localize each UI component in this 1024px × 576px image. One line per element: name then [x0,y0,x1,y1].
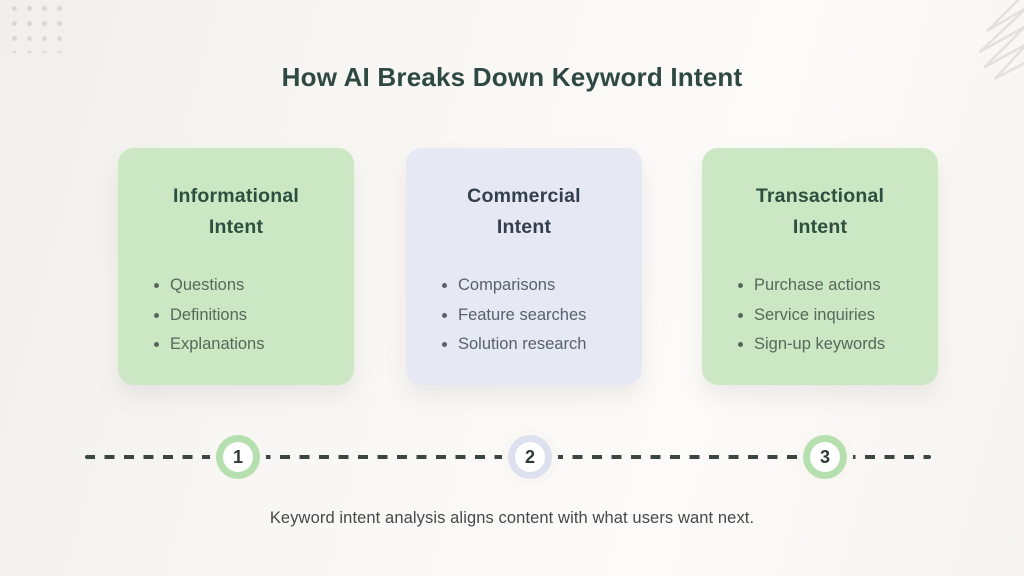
card-title-line: Intent [208,216,264,238]
card-transactional-intent: Transactional Intent Purchase actions Se… [702,148,938,385]
bullet-icon [738,342,743,348]
card-title-line: Commercial [467,185,581,207]
caption: Keyword intent analysis aligns content w… [269,509,755,527]
step-ring: 2 [508,435,552,479]
bullet-icon [442,283,447,289]
list-item-label: Definitions [170,305,248,324]
bullet-icon [154,312,159,318]
list-item: Definitions [154,301,354,331]
card-item-list: Comparisons Feature searches Solution re… [406,271,642,360]
card-title-line: Transactional [755,185,885,207]
timeline-step-1: 1 [210,429,266,485]
card-title-line: Intent [496,216,552,238]
step-ring: 1 [216,435,260,479]
bullet-icon [154,342,159,348]
card-title: Transactional Intent [702,181,938,243]
list-item: Service inquiries [738,301,938,331]
list-item-label: Solution research [458,335,587,353]
step-number: 2 [515,442,545,472]
list-item-label: Comparisons [458,276,556,294]
card-title: Commercial Intent [406,181,642,243]
timeline-step-2: 2 [502,429,558,485]
list-item: Explanations [154,330,354,360]
list-item-label: Service inquiries [754,305,876,324]
step-ring: 3 [803,435,847,479]
card-title-line: Intent [792,216,848,238]
list-item-label: Feature searches [458,305,587,324]
bullet-icon [154,283,159,289]
scribble-decoration [978,0,1024,80]
bullet-icon [738,312,743,318]
step-number: 1 [223,442,253,472]
list-item: Comparisons [442,271,642,301]
card-item-list: Purchase actions Service inquiries Sign-… [702,271,938,360]
list-item-label: Questions [170,276,245,294]
list-item-label: Sign-up keywords [754,335,886,353]
bullet-icon [442,312,447,318]
list-item: Solution research [442,330,642,360]
card-item-list: Questions Definitions Explanations [118,271,354,360]
bullet-icon [442,342,447,348]
card-title-line: Informational [172,185,300,207]
dot-grid-decoration [3,0,65,53]
list-item-label: Purchase actions [754,276,881,294]
page-title: How AI Breaks Down Keyword Intent [281,62,743,92]
list-item: Questions [154,271,354,301]
bullet-icon [738,283,743,289]
timeline-step-3: 3 [797,429,853,485]
card-informational-intent: Informational Intent Questions Definitio… [118,148,354,385]
card-commercial-intent: Commercial Intent Comparisons Feature se… [406,148,642,385]
list-item-label: Explanations [170,335,265,353]
card-title: Informational Intent [118,181,354,243]
list-item: Feature searches [442,301,642,331]
step-number: 3 [810,442,840,472]
list-item: Sign-up keywords [738,330,938,360]
list-item: Purchase actions [738,271,938,301]
